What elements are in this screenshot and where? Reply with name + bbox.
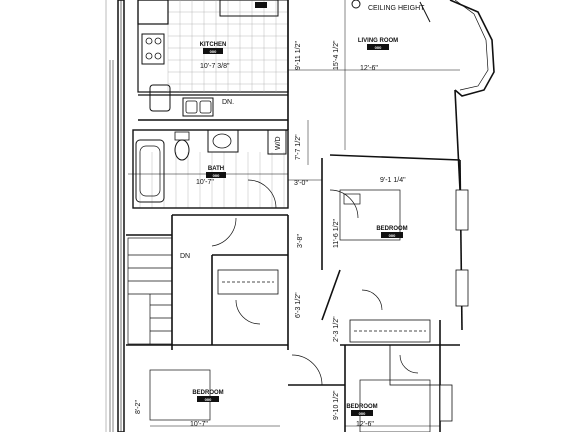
stair: [127, 237, 173, 345]
room-kitchen: KITCHEN 000 10'-7 3/8" 9'-11 1/2": [200, 40, 302, 70]
room-living: LIVING ROOM 000 12'-6" 15'-4 1/2" CEILIN…: [333, 5, 425, 72]
bath-tag: 000: [213, 173, 220, 178]
exterior-left-wall: [105, 0, 125, 432]
bedroom-a-height: 11'-6 1/2": [333, 218, 340, 248]
ceiling-height-note: CEILING HEIGHT: [368, 5, 425, 12]
closets: [217, 269, 441, 386]
living-name: LIVING ROOM: [358, 38, 398, 44]
bedroom-c-tag: 000: [359, 411, 366, 416]
living-width: 12'-6": [360, 65, 378, 72]
bedroom-a-tag: 000: [389, 233, 396, 238]
dimension-lines: [128, 0, 460, 427]
room-bedroom-c: BEDROOM 000 12'-6" 9'-10 1/2": [333, 390, 378, 428]
door-swings: [211, 179, 419, 386]
bedroom-b-name: BEDROOM: [192, 390, 223, 396]
bedroom-b-tag: 000: [205, 397, 212, 402]
bedroom-b-width: 10'-7": [190, 421, 208, 428]
bedroom-c-width: 12'-6": [356, 421, 374, 428]
ceiling-marker-icon: [351, 0, 431, 23]
kitchen-fixtures: [137, 0, 288, 121]
sink-dn-label: DN.: [222, 99, 234, 106]
bedroom-c-name: BEDROOM: [346, 404, 377, 410]
furniture: [149, 189, 431, 432]
room-bedroom-a: BEDROOM 000 9'-1 1/4" 11'-6 1/2": [333, 177, 408, 248]
kitchen-name: KITCHEN: [200, 42, 227, 48]
living-height: 15'-4 1/2": [333, 40, 340, 70]
hall-height-dim: 3'-8": [297, 234, 304, 248]
bath-height: 7'-7 1/2": [295, 134, 302, 160]
bedroom-a-name: BEDROOM: [376, 226, 407, 232]
room-bedroom-b: BEDROOM 000 10'-7" 8'-2": [135, 390, 224, 428]
kitchen-height: 9'-11 1/2": [295, 40, 302, 70]
kitchen-tag: 000: [210, 49, 217, 54]
small-height-dim: 2'-3 1/2": [333, 316, 340, 342]
right-windows: [439, 189, 469, 422]
bedroom-b-height: 8'-2": [135, 400, 142, 414]
wd-label: W/D: [275, 136, 282, 150]
bath-fixtures: [132, 129, 289, 209]
living-tag: 000: [375, 45, 382, 50]
hall-width-dim: 3'-0": [294, 180, 308, 187]
bedroom-c-height: 9'-10 1/2": [333, 390, 340, 420]
closet-height-dim: 6'-3 1/2": [295, 292, 302, 318]
bath-width: 10'-7": [196, 179, 214, 186]
interior-walls: [126, 0, 463, 432]
stair-dn-label: DN: [180, 253, 190, 260]
bath-name: BATH: [208, 166, 224, 172]
kitchen-width: 10'-7 3/8": [200, 63, 230, 70]
room-bath: BATH 000 10'-7" 7'-7 1/2" W/D: [196, 134, 302, 186]
bedroom-a-width: 9'-1 1/4": [380, 177, 406, 184]
living-bay-window: [449, 0, 495, 191]
